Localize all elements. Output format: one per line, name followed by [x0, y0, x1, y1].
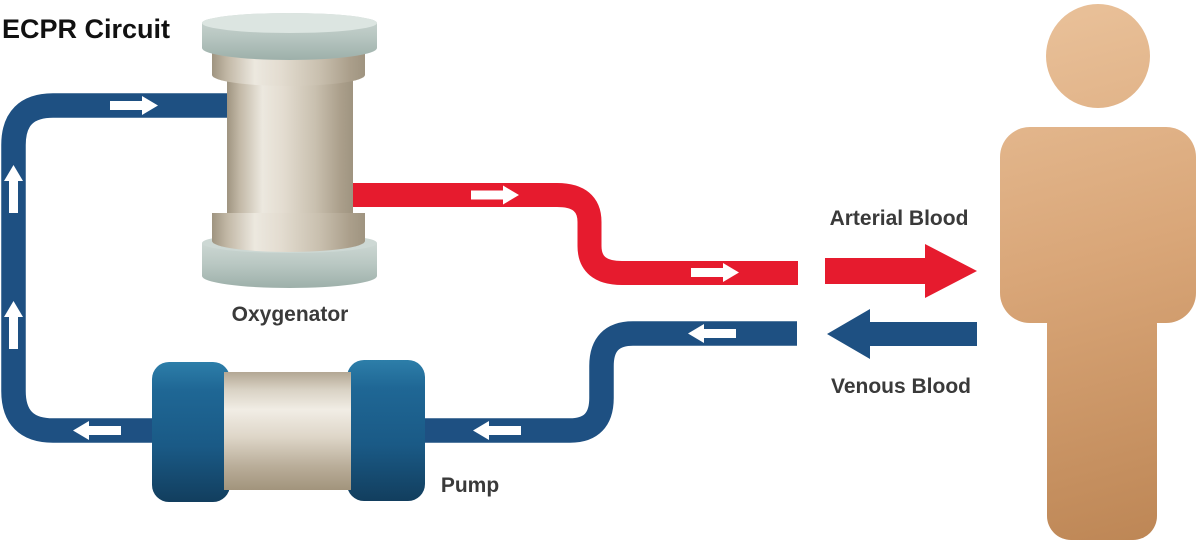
page-title: ECPR Circuit — [2, 14, 170, 44]
oxygenator-top-cap-face — [202, 13, 377, 33]
oxygenator-top-flange — [212, 50, 365, 86]
pump-body — [224, 372, 351, 490]
oxygenator-bottom-cap — [201, 243, 377, 288]
patient-head — [1046, 4, 1150, 108]
pump-right-cap — [347, 360, 425, 501]
arterial-flow-arrow — [825, 244, 977, 298]
oxygenator-device — [201, 13, 377, 288]
venous-blood-label: Venous Blood — [831, 375, 971, 398]
arterial-blood-label: Arterial Blood — [830, 207, 969, 230]
venous-flow-arrow — [827, 309, 977, 359]
venous-tubing — [1, 93, 797, 443]
oxygenator-label: Oxygenator — [232, 303, 349, 326]
pump-device — [152, 360, 425, 502]
oxygenator-body — [227, 78, 353, 230]
patient-torso — [1000, 127, 1196, 323]
pump-label: Pump — [441, 474, 499, 497]
patient-figure — [1000, 4, 1196, 540]
arterial-tubing — [345, 183, 798, 285]
patient-legs — [1047, 300, 1157, 540]
oxygenator-bottom-flange — [212, 213, 365, 252]
pump-left-cap — [152, 362, 230, 502]
